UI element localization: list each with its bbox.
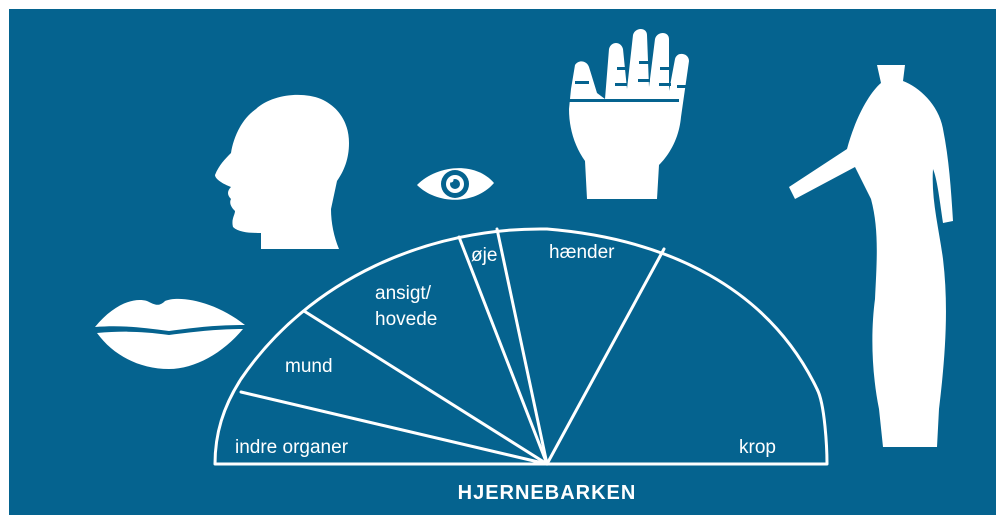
- fan-outline: [213, 227, 829, 466]
- divider-haender-krop: [545, 247, 666, 466]
- body-silhouette: [789, 65, 953, 447]
- eye-icon: [417, 168, 494, 200]
- head-silhouette: [215, 94, 349, 249]
- diagram-title: HJERNEBARKEN: [458, 482, 637, 504]
- divider-mund-ansigt: [302, 309, 549, 466]
- diagram-panel: indre organer mund ansigt/ hovede øje hæ…: [9, 9, 996, 515]
- hand-silhouette: [569, 29, 689, 199]
- divider-organer-mund: [239, 390, 549, 466]
- label-mund: mund: [285, 356, 333, 377]
- homunculus-diagram: indre organer mund ansigt/ hovede øje hæ…: [95, 29, 953, 504]
- cortex-fan: [213, 227, 829, 466]
- label-oje: øje: [471, 245, 497, 266]
- label-indre-organer: indre organer: [235, 437, 349, 458]
- divider-ansigt-oje: [457, 235, 549, 466]
- divider-oje-haender: [495, 227, 549, 466]
- label-haender: hænder: [549, 242, 615, 263]
- label-ansigt: ansigt/: [375, 283, 432, 304]
- label-krop: krop: [739, 437, 776, 458]
- lips-icon: [95, 298, 245, 369]
- label-hovede: hovede: [375, 309, 437, 330]
